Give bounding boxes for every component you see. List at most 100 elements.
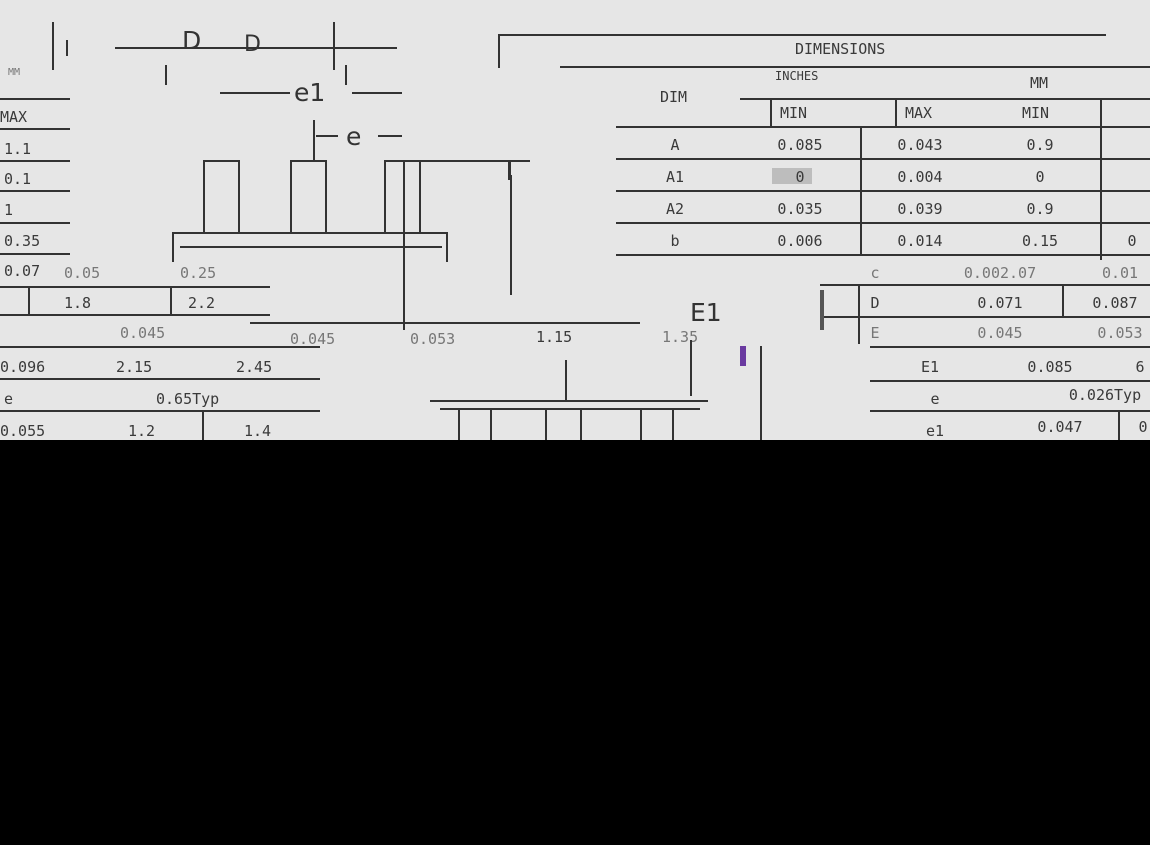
lead-outline (238, 160, 240, 232)
in-min-header: MIN (780, 104, 808, 122)
table-rule (740, 98, 1150, 100)
dim-line-d (115, 47, 397, 49)
value-cell: 0 (1138, 418, 1148, 436)
value-cell: 0.01 (1101, 264, 1139, 282)
value-cell: 0.002.07 (963, 264, 1037, 282)
label-d-bold: D (244, 32, 261, 57)
side-lead (458, 410, 460, 440)
mid-cell: 2.15 (116, 358, 153, 376)
table-rule (1062, 284, 1064, 316)
inches-header: INCHES (775, 69, 819, 83)
artifact-strip (740, 346, 746, 366)
dim-cell: A (670, 136, 680, 154)
extension-line (333, 22, 335, 70)
table-rule (616, 222, 1150, 224)
highlight-cell (772, 168, 812, 184)
table-rule (820, 284, 1150, 286)
dim-cell: e1 (925, 422, 945, 440)
dim-line-e (510, 175, 512, 295)
lead-outline (419, 160, 421, 232)
table-rule (1100, 100, 1102, 260)
lead-outline (384, 160, 386, 232)
value-cell: 0.085 (777, 136, 823, 154)
mid-cell: 0.65Typ (156, 390, 220, 408)
table-rule (1118, 410, 1120, 440)
value-cell: 0.15 (1021, 232, 1059, 250)
mid-cell: 0.045 (120, 324, 166, 342)
table-rule (616, 254, 1150, 256)
mid-cell: 2.2 (188, 294, 216, 312)
mid-cell: 0.096 (0, 358, 46, 376)
value-cell: 0.004 (897, 168, 943, 186)
artifact-strip (820, 290, 824, 330)
side-lead (545, 410, 547, 440)
in-max-header: MAX (905, 104, 933, 122)
value-cell: 0.043 (897, 136, 943, 154)
left-max-header: MAX (0, 108, 28, 126)
value-cell: 0.9 (1026, 200, 1054, 218)
mid-cell: 0.055 (0, 422, 46, 440)
extension-line (52, 22, 54, 70)
table-rule (870, 380, 1150, 382)
table-rule (0, 98, 70, 100)
side-lead (672, 410, 674, 440)
left-value: 0.1 (4, 170, 32, 188)
table-rule (0, 253, 70, 255)
label-e: e (346, 122, 362, 151)
dim-cell: E (870, 324, 880, 342)
dim-cell: A2 (665, 200, 685, 218)
value-cell: 0.047 (1037, 418, 1083, 436)
left-value: 1.1 (4, 140, 32, 158)
lead-outline (384, 160, 421, 162)
mid-cell: 0.05 (64, 264, 101, 282)
value-cell: 0.053 (1097, 324, 1143, 342)
table-rule (28, 286, 30, 316)
dim-line-e (316, 135, 338, 137)
mid-cell: 1.8 (64, 294, 92, 312)
mid-cell: 0.25 (180, 264, 217, 282)
value-cell: 0 (795, 168, 805, 186)
body-outline (446, 232, 448, 262)
table-rule (0, 190, 70, 192)
table-rule (820, 316, 1150, 318)
value-cell: 0.014 (897, 232, 943, 250)
side-lead (640, 410, 642, 440)
table-rule (0, 286, 270, 288)
table-rule (170, 286, 172, 316)
table-rule (616, 158, 1150, 160)
mid-cell: 0.045 (290, 330, 336, 348)
dim-cell: c (870, 264, 880, 282)
dim-cell: b (670, 232, 680, 250)
mid-cell: 1.35 (662, 328, 699, 346)
value-cell: 0.026Typ (1068, 386, 1142, 404)
body-outline (172, 232, 448, 234)
value-cell: 6 (1135, 358, 1145, 376)
label-d: D (182, 26, 202, 55)
dim-cell: D (870, 294, 880, 312)
table-rule (498, 34, 1106, 36)
table-rule (0, 222, 70, 224)
side-body-outline (430, 400, 708, 402)
extension-line (66, 40, 68, 56)
table-rule (616, 126, 1150, 128)
side-lead (580, 410, 582, 440)
left-mm-header: MM (8, 67, 21, 78)
table-rule (895, 100, 897, 126)
lead-outline (203, 160, 205, 232)
label-e1: e1 (294, 78, 326, 107)
table-rule (616, 190, 1150, 192)
lead-outline (203, 160, 240, 162)
center-line (403, 160, 405, 330)
table-rule (202, 410, 204, 440)
value-cell: 0.071 (977, 294, 1023, 312)
table-rule (870, 410, 1150, 412)
dim-line-e (378, 135, 402, 137)
table-rule (760, 346, 762, 440)
extension-line (345, 65, 347, 85)
center-line (565, 360, 567, 400)
body-outline (180, 246, 442, 248)
dim-cell: e (930, 390, 940, 408)
table-rule (0, 410, 320, 412)
mid-dim: e (4, 390, 14, 408)
mid-cell: 0.053 (410, 330, 456, 348)
